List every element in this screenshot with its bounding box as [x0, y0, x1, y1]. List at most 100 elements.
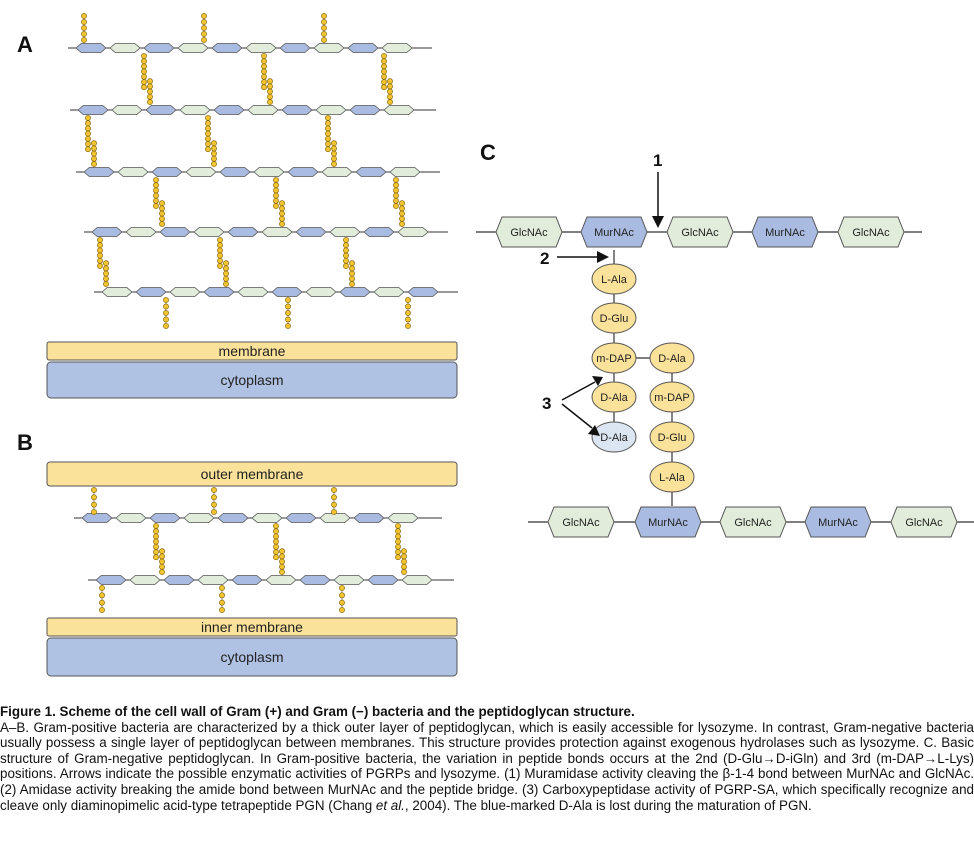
amino-acid-bead	[211, 501, 217, 508]
peptide-chain	[211, 487, 217, 515]
amino-acid-bead	[285, 310, 291, 316]
glycan-strand	[76, 167, 440, 177]
glcnac-unit	[387, 513, 419, 523]
amino-acid-bead	[387, 99, 393, 105]
amino-acid-bead	[211, 155, 217, 162]
amino-acid-bead	[393, 197, 399, 204]
panel-b-label: B	[17, 430, 33, 455]
amino-acid-bead	[85, 135, 91, 142]
amino-acid-bead	[321, 19, 327, 25]
murnac-unit	[143, 43, 175, 53]
amino-acid-bead	[153, 549, 159, 555]
amino-acid-bead	[99, 599, 105, 606]
cross-bridge	[153, 523, 165, 575]
glcnac-unit	[389, 167, 421, 177]
glcnac-unit	[125, 227, 157, 237]
amino-acid-bead	[381, 53, 387, 59]
peptide-chain	[331, 487, 337, 515]
amino-acid-bead	[331, 509, 337, 515]
amino-acid-bead	[343, 247, 349, 254]
amino-acid-bead	[211, 140, 217, 147]
amino-acid-bead	[97, 257, 103, 264]
amino-acid-bead	[395, 538, 401, 545]
glcnac-unit-label: GlcNAc	[852, 227, 890, 239]
amino-acid-bead	[325, 146, 331, 153]
glcnac-unit	[329, 227, 361, 237]
amino-acid-bead	[85, 146, 91, 153]
glycan-strand	[68, 43, 432, 53]
amino-acid-bead	[223, 265, 229, 272]
amino-acid-bead	[279, 563, 285, 570]
amino-acid-bead	[205, 115, 211, 121]
amino-acid-bead	[343, 242, 349, 249]
glycan-strand	[94, 287, 458, 297]
glcnac-unit	[245, 43, 277, 53]
murnac-unit	[227, 227, 259, 237]
amino-acid-bead	[223, 281, 229, 287]
murnac-unit	[285, 513, 317, 523]
amino-acid-bead	[331, 161, 337, 167]
cross-bridge	[395, 523, 407, 575]
amino-acid-bead	[159, 569, 165, 575]
amino-acid-bead	[147, 93, 153, 100]
peptide-chain	[321, 13, 327, 43]
amino-acid-bead	[163, 297, 169, 303]
amino-acid-bead	[267, 93, 273, 100]
amino-acid-bead	[405, 297, 411, 303]
amino-acid-bead	[99, 585, 105, 591]
amino-acid-bead	[331, 487, 337, 493]
amino-acid-bead	[261, 53, 267, 59]
peptide-chain	[219, 585, 225, 613]
murnac-unit	[149, 513, 181, 523]
cross-bridge	[273, 523, 285, 575]
murnac-unit	[151, 167, 183, 177]
glcnac-unit	[247, 105, 279, 115]
amino-acid-bead	[103, 270, 109, 277]
amino-acid-bead	[261, 68, 267, 75]
amino-acid-bead	[279, 221, 285, 227]
amino-acid-bead	[91, 150, 97, 157]
cross-bridge	[343, 237, 355, 287]
murnac-unit	[347, 43, 379, 53]
amino-acid-bead	[349, 265, 355, 272]
murnac-unit	[83, 167, 115, 177]
amino-acid-bead	[91, 509, 97, 515]
amino-acid-bead	[321, 13, 327, 19]
glcnac-unit: GlcNAc	[547, 506, 615, 538]
glcnac-unit-label: GlcNAc	[734, 517, 772, 529]
amino-acid-bead	[273, 554, 279, 561]
amino-acid-node-label: m-DAP	[654, 392, 689, 404]
glcnac-unit	[197, 575, 229, 585]
amino-acid-bead	[153, 528, 159, 535]
amino-acid-bead	[163, 310, 169, 316]
amino-acid-bead	[381, 84, 387, 91]
lost-d-ala-node: D-Ala	[591, 421, 637, 453]
amino-acid-bead	[147, 78, 153, 85]
murnac-unit	[299, 575, 331, 585]
amino-acid-bead	[401, 569, 407, 575]
amino-acid-bead	[261, 73, 267, 80]
amino-acid-bead	[103, 265, 109, 272]
outer-membrane-band	[46, 461, 458, 487]
amino-acid-bead	[261, 84, 267, 91]
glcnac-unit	[129, 575, 161, 585]
amino-acid-bead	[399, 210, 405, 217]
amino-acid-node-label: L-Ala	[659, 472, 686, 484]
inner-membrane-label: inner membrane	[201, 619, 303, 635]
amino-acid-bead	[217, 237, 223, 243]
amino-acid-bead	[85, 125, 91, 132]
amino-acid-bead	[349, 281, 355, 287]
amino-acid-bead	[85, 130, 91, 137]
murnac-unit	[287, 167, 319, 177]
glcnac-unit	[179, 105, 211, 115]
lost-d-ala-node-label: D-Ala	[600, 432, 628, 444]
peptide-chain	[99, 585, 105, 613]
amino-acid-bead	[381, 73, 387, 80]
amino-acid-bead	[339, 592, 345, 599]
amino-acid-bead	[279, 205, 285, 212]
amino-acid-bead	[387, 83, 393, 90]
glcnac-unit	[177, 43, 209, 53]
amino-acid-bead	[339, 607, 345, 613]
amino-acid-bead	[141, 84, 147, 91]
